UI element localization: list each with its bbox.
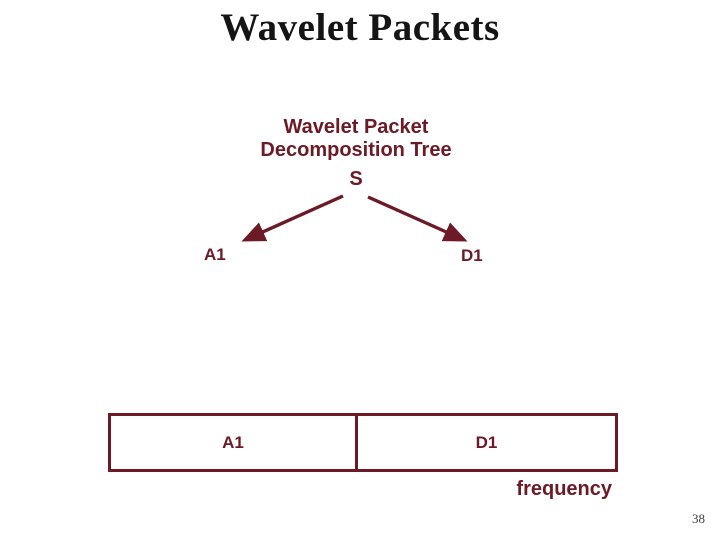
diagram-heading-line1: Wavelet Packet <box>283 116 429 138</box>
tree-branch-left-arrow <box>241 194 344 242</box>
tree-branch-arrows <box>241 194 468 242</box>
tree-root-node: S <box>349 168 363 190</box>
tree-left-node: A1 <box>204 245 226 264</box>
diagram-heading: Wavelet Packet Decomposition Tree <box>206 116 506 162</box>
frequency-box-left-cell: A1 <box>222 432 244 452</box>
tree-right-node: D1 <box>461 246 483 265</box>
page-number: 38 <box>692 511 705 526</box>
diagram-heading-line2: Decomposition Tree <box>260 139 452 161</box>
frequency-box-right-cell: D1 <box>355 416 615 469</box>
frequency-box: A1 D1 <box>108 413 618 472</box>
slide-title: Wavelet Packets <box>220 6 500 49</box>
frequency-axis-label: frequency <box>516 478 612 500</box>
tree-branch-right-arrow <box>367 195 468 242</box>
